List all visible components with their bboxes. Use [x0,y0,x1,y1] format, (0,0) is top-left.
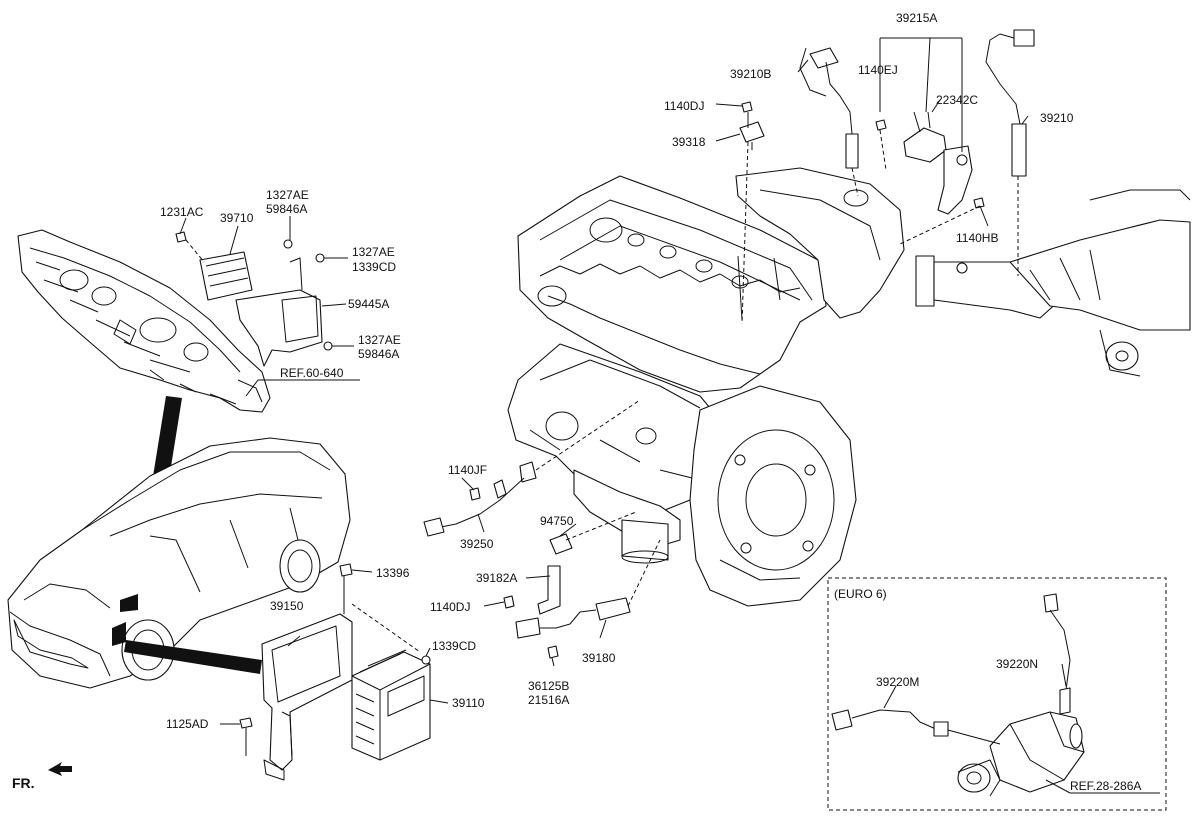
label-39710[interactable]: 39710 [220,211,254,225]
label-39215A[interactable]: 39215A [896,11,937,25]
label-39182A[interactable]: 39182A [476,571,517,585]
part-labels: 39215A 39210B 1140EJ 22342C 39210 1140DJ… [12,11,1141,793]
label-ref-28-286A[interactable]: REF.28-286A [1070,779,1141,793]
label-39220M[interactable]: 39220M [876,675,919,689]
label-21516A[interactable]: 21516A [528,693,569,707]
label-1327AE-b[interactable]: 1327AE [352,245,395,259]
label-36125B[interactable]: 36125B [528,679,569,693]
label-39250[interactable]: 39250 [460,537,494,551]
label-1140JF[interactable]: 1140JF [448,463,487,477]
euro6-inset [827,577,1167,811]
label-1140DJ-top[interactable]: 1140DJ [664,99,704,113]
label-39180[interactable]: 39180 [582,651,616,665]
label-1327AE-c[interactable]: 1327AE [358,333,401,347]
label-39220N[interactable]: 39220N [996,657,1038,671]
label-euro6: (EURO 6) [834,587,887,601]
label-39318[interactable]: 39318 [672,135,706,149]
location-arrow-lower [124,640,262,674]
front-direction-arrow [48,762,72,776]
label-94750[interactable]: 94750 [540,514,574,528]
engine-assembly [423,29,1191,667]
ecu-assembly [220,563,449,781]
label-fr: FR. [12,775,35,791]
label-59846A-a[interactable]: 59846A [266,202,307,216]
label-1140EJ[interactable]: 1140EJ [858,63,898,77]
label-13396[interactable]: 13396 [376,566,410,580]
cowl-panel [17,229,271,413]
label-39210[interactable]: 39210 [1040,111,1074,125]
label-1327AE-a[interactable]: 1327AE [266,188,309,202]
label-59846A-c[interactable]: 59846A [358,347,399,361]
label-1140HB[interactable]: 1140HB [956,231,998,245]
label-1339CD-a[interactable]: 1339CD [352,260,396,274]
label-ref-60-640[interactable]: REF.60-640 [280,366,344,380]
label-22342C[interactable]: 22342C [936,93,978,107]
label-39210B[interactable]: 39210B [730,67,771,81]
ecu-bracket-group [175,216,360,397]
label-1231AC[interactable]: 1231AC [160,205,204,219]
label-39110[interactable]: 39110 [452,696,485,710]
label-1140DJ-low[interactable]: 1140DJ [430,600,470,614]
label-1339CD-b[interactable]: 1339CD [432,639,476,653]
label-39150[interactable]: 39150 [270,599,304,613]
label-59445A[interactable]: 59445A [348,297,389,311]
label-1125AD[interactable]: 1125AD [166,717,209,731]
